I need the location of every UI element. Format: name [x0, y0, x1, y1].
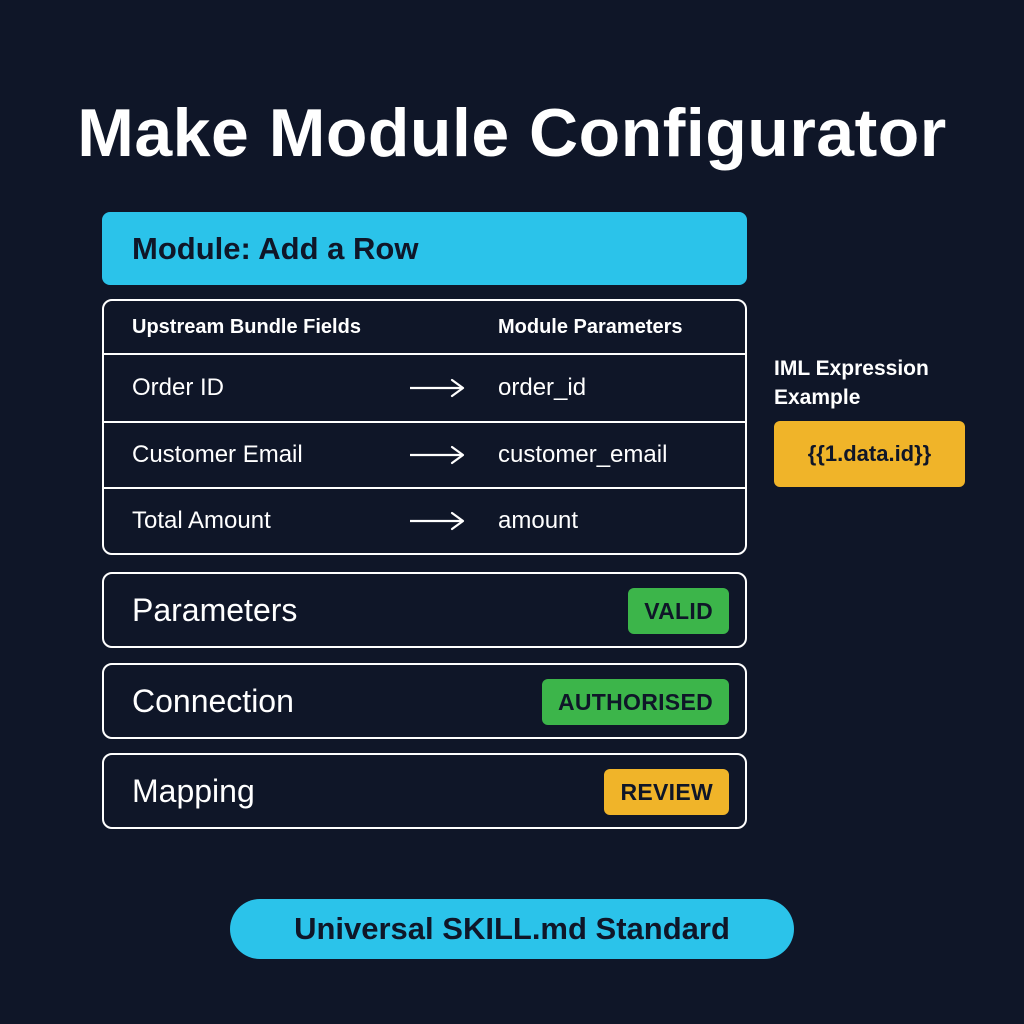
target-parameter: order_id: [498, 374, 587, 401]
arrow-right-icon: [408, 355, 466, 421]
target-parameter: customer_email: [498, 441, 668, 468]
status-card-label: Mapping: [132, 772, 255, 809]
source-field: Total Amount: [132, 507, 271, 534]
footer-pill: Universal SKILL.md Standard: [230, 899, 794, 959]
module-header: Module: Add a Row: [102, 212, 747, 285]
status-badge: AUTHORISED: [541, 679, 729, 725]
module-header-label: Module: Add a Row: [132, 230, 419, 266]
footer-label: Universal SKILL.md Standard: [294, 911, 730, 946]
table-row[interactable]: Total Amount amount: [104, 487, 745, 553]
status-badge: REVIEW: [604, 769, 729, 815]
table-header: Upstream Bundle Fields Module Parameters: [104, 301, 745, 355]
iml-expression-chip[interactable]: {{1.data.id}}: [774, 421, 965, 487]
column-header-upstream: Upstream Bundle Fields: [132, 315, 361, 338]
source-field: Order ID: [132, 374, 225, 401]
status-card-label: Connection: [132, 682, 294, 719]
column-header-parameters: Module Parameters: [498, 315, 683, 338]
iml-expression-label: IML Expression Example: [774, 357, 929, 409]
source-field: Customer Email: [132, 441, 303, 468]
status-card-connection[interactable]: Connection AUTHORISED: [102, 663, 747, 739]
table-row[interactable]: Order ID order_id: [104, 355, 745, 421]
arrow-right-icon: [408, 489, 466, 553]
table-row[interactable]: Customer Email customer_email: [104, 421, 745, 487]
status-card-parameters[interactable]: Parameters VALID: [102, 572, 747, 648]
field-mapping-table: Upstream Bundle Fields Module Parameters…: [102, 299, 747, 555]
page-title: Make Module Configurator: [77, 95, 947, 171]
status-badge: VALID: [628, 588, 729, 634]
arrow-right-icon: [408, 423, 466, 487]
status-card-mapping[interactable]: Mapping REVIEW: [102, 753, 747, 829]
target-parameter: amount: [498, 507, 579, 534]
status-card-label: Parameters: [132, 591, 298, 628]
